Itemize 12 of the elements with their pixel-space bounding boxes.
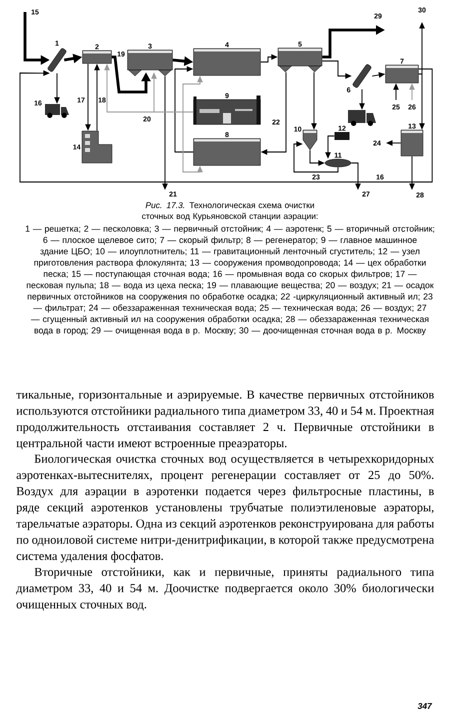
arrow	[182, 112, 203, 172]
body-paragraph: Биологическая очистка сточных вод осуществляется в четырехкоридорных аэротенках-вытеснителях, процент регенерации составляет от 25 до 50%. Воздух для аэрации в аэротенки подается через фильтросные пластины, в ряде секций аэротенков установлены трубчатые полиэтиленовые аэраторы, тарельчатые аэраторы. Одна из секций аэротенков реконструирована для работы по одноиловой системе нитри-денитрификации, в которой также предусмотрена система удаления фосфатов.	[16, 454, 434, 563]
body-paragraph: Вторичные отстойники, как и первичные, приняты радиального типа диаметром 33, 40 и 54 м. Доочистке подвергается около 30% биологически очищенных сточных вод.	[16, 568, 434, 611]
truck-drawing	[348, 110, 376, 126]
arrow	[294, 141, 338, 172]
page-number: 347	[418, 703, 432, 709]
arrow	[174, 66, 194, 152]
body-paragraph: тикальные, горизонтальные и аэрируемые. В качестве первичных отстойников используются отстойники радиального типа диаметром 33, 40 и 54 м. Проектная продолжительность отстаивания составляет 2 ч. Первичные отстойники в центральной части имеют встроенные преаэраторы.	[16, 390, 434, 450]
arrow	[20, 68, 433, 182]
caption-key: 1 — решетка; 2 — песколовка; 3 — первичный отстойник; 4 — аэротенк; 5 — вторичный отстойник; 6 — плоское щелевое сито; 7 — скорый фильтр; 8 — регенератор; 9 — главное машинное здание ЦБО; 10 — илоуплотнитель; 11 — гравитационный ленточный сгуститель; 12 — узел приготовления раствора флокулянта; 13 — сооружения промводопровода; 14 — цех обработки песка; 15 — поступающая сточная вода; 16 — промывная вода со скорых фильтров; 17 — песковая пульпа; 18 — вода из цеха песка; 19 — плавающие вещества; 20 — воздух; 21 — осадок первичных отстойников на сооружения по обработке осадка; 22 -циркуляционный активный ил; 23 — фильтрат; 24 — обеззараженная техническая вода; 25 — техническая вода; 26 — воздух; 27 — сгущенный активный ил на сооружения обработки осадка; 28 — обеззараженная техническая вода в город; 29 — очищенная вода в р. Москву; 30 — доочищенная сточная вода в р. Москву	[26, 225, 434, 336]
figure-caption: Рис. 17.3. Технологическая схема очистки сточных вод Курьяновской станции аэрации:	[142, 202, 318, 221]
truck-drawing	[45, 104, 69, 118]
